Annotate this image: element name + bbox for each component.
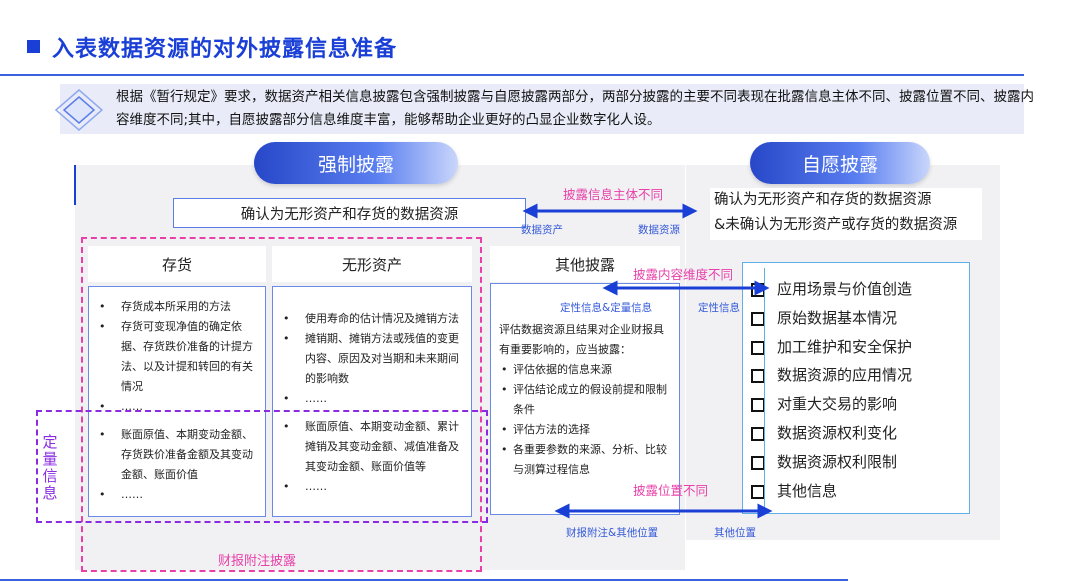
list-item: 数据资源权利变化 (751, 419, 969, 448)
intro-band (60, 84, 1024, 134)
panel-edge (74, 165, 76, 205)
list-item: 各重要参数的来源、分析、比较与测算过程信息 (499, 440, 673, 480)
quantitative-label: 定量信息 (42, 433, 58, 502)
quantitative-dashed-outline (36, 410, 488, 523)
list-item: …… (281, 389, 465, 409)
page-title: 入表数据资源的对外披露信息准备 (52, 37, 398, 62)
list-item: 存货可变现净值的确定依据、存货跌价准备的计提方法、以及计提和转回的有关情况 (97, 317, 261, 397)
content-diff-label: 披露内容维度不同 (633, 267, 734, 282)
list-item: 账面原值、本期变动金额、存货跌价准备金额及其变动金额、账面价值 (97, 425, 261, 485)
content-left-label: 定性信息&定量信息 (560, 302, 653, 314)
list-item: 评估方法的选择 (499, 420, 673, 440)
mandatory-title: 强制披露 (254, 142, 458, 184)
voluntary-confirm-line: &未确认为无形资产或存货的数据资源 (714, 217, 958, 233)
title-bar: 入表数据资源的对外披露信息准备 (0, 0, 1080, 78)
subject-left-label: 数据资产 (521, 224, 563, 236)
list-item: 数据资源的应用情况 (751, 361, 969, 390)
list-item: …… (97, 397, 261, 417)
intangible-body: 使用寿命的估计情况及摊销方法 摊销期、摊销方法或残值的变更内容、原因及对当期和未… (272, 286, 472, 517)
list-item: 账面原值、本期变动金额、累计摊销及其变动金额、减值准备及其变动金额、账面价值等 (281, 417, 465, 477)
diamond-icon (54, 89, 104, 131)
inventory-header: 存货 (88, 246, 266, 282)
mandatory-confirm-box: 确认为无形资产和存货的数据资源 (173, 198, 526, 228)
voluntary-list-box: 应用场景与价值创造 原始数据基本情况 加工维护和安全保护 数据资源的应用情况 对… (742, 262, 970, 514)
list-item: 对重大交易的影响 (751, 390, 969, 419)
position-right-label: 其他位置 (714, 527, 756, 539)
list-item: 使用寿命的估计情况及摊销方法 (281, 309, 465, 329)
list-item: 数据资源权利限制 (751, 448, 969, 477)
list-item: 存货成本所采用的方法 (97, 297, 261, 317)
list-item: 加工维护和安全保护 (751, 333, 969, 362)
position-diff-label: 披露位置不同 (633, 483, 709, 498)
other-disclosure-body: 评估数据资源且结果对企业财报具有重要影响的，应当披露： 评估依据的信息来源 评估… (490, 283, 680, 515)
title-rule (0, 74, 1024, 76)
content-right-label: 定性信息 (698, 302, 740, 314)
list-item: 其他信息 (751, 477, 969, 506)
voluntary-title: 自愿披露 (750, 142, 930, 184)
title-square-icon (27, 40, 40, 53)
list-item: 摊销期、摊销方法或残值的变更内容、原因及对当期和未来期间的影响数 (281, 329, 465, 389)
voluntary-confirm-box: 确认为无形资产和存货的数据资源 &未确认为无形资产或存货的数据资源 (710, 188, 982, 240)
inventory-body: 存货成本所采用的方法 存货可变现净值的确定依据、存货跌价准备的计提方法、以及计提… (88, 286, 266, 517)
list-box-edge (764, 268, 765, 511)
voluntary-confirm-line: 确认为无形资产和存货的数据资源 (714, 192, 932, 208)
intangible-header: 无形资产 (272, 246, 472, 282)
list-item: 原始数据基本情况 (751, 304, 969, 333)
bottom-rule (0, 579, 848, 581)
list-item: 评估结论成立的假设前提和限制条件 (499, 380, 673, 420)
intro-text: 根据《暂行规定》要求，数据资产相关信息披露包含强制披露与自愿披露两部分，两部分披… (116, 89, 1034, 128)
notes-dashed-outline (81, 237, 482, 572)
other-disclosure-header: 其他披露 (490, 246, 680, 282)
list-item: 评估依据的信息来源 (499, 360, 673, 380)
list-item: 应用场景与价值创造 (751, 275, 969, 304)
subject-right-label: 数据资源 (638, 224, 680, 236)
list-item: …… (97, 485, 261, 505)
other-lead-text: 评估数据资源且结果对企业财报具有重要影响的，应当披露： (499, 323, 664, 356)
notes-label: 财报附注披露 (218, 554, 297, 569)
list-item: …… (281, 477, 465, 497)
position-left-label: 财报附注&其他位置 (566, 527, 659, 539)
subject-diff-label: 披露信息主体不同 (563, 187, 664, 202)
